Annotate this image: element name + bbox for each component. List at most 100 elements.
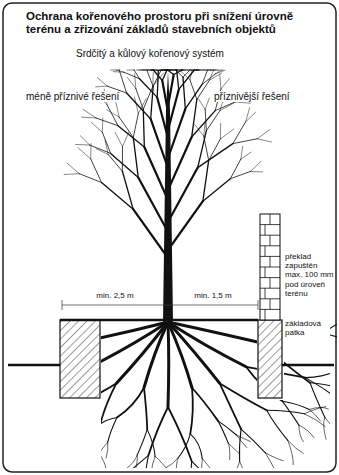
branch <box>221 79 230 89</box>
root <box>147 429 155 456</box>
root <box>0 371 29 381</box>
root <box>0 381 29 396</box>
branch <box>107 105 118 126</box>
branch <box>97 78 107 87</box>
branch <box>116 103 119 118</box>
root <box>41 418 49 456</box>
foundation-footing <box>258 320 282 398</box>
branch <box>82 117 96 119</box>
branch <box>180 70 182 71</box>
brick-joint <box>270 278 271 289</box>
root <box>167 322 171 407</box>
root <box>0 373 8 407</box>
root <box>324 417 326 439</box>
brick-joint <box>270 235 271 246</box>
brick-joint <box>265 225 266 236</box>
root <box>299 425 314 438</box>
root <box>176 458 178 475</box>
dimension-label: min. 2,5 m <box>80 291 150 300</box>
brick-joint <box>265 267 266 278</box>
root <box>267 410 288 440</box>
brick-joint <box>260 245 280 246</box>
branch <box>134 70 136 71</box>
root <box>323 333 339 344</box>
root <box>304 414 325 427</box>
branch <box>133 137 138 177</box>
branch <box>203 160 209 201</box>
root <box>32 407 69 410</box>
root <box>148 407 168 455</box>
root <box>143 455 148 475</box>
branch <box>235 102 250 103</box>
root <box>75 446 83 460</box>
root <box>41 456 47 475</box>
lowered-ground <box>8 364 60 367</box>
branch <box>162 70 167 81</box>
part-label: základová patka <box>285 319 335 337</box>
root <box>337 398 339 403</box>
branch <box>127 93 151 119</box>
root <box>191 461 193 475</box>
brick-outline <box>260 214 280 320</box>
diagram-title: Ochrana kořenového prostoru při snížení … <box>26 10 318 36</box>
branch <box>91 122 102 132</box>
branch <box>133 113 138 137</box>
root <box>106 442 108 458</box>
root <box>155 456 166 467</box>
branch <box>119 117 133 137</box>
root <box>117 388 144 418</box>
option-label: příznivější řešení <box>214 91 314 103</box>
branch <box>122 147 123 172</box>
branch <box>102 183 134 210</box>
root <box>234 461 240 475</box>
branch <box>115 132 122 146</box>
branch <box>83 109 96 118</box>
root <box>304 407 325 414</box>
root <box>202 459 212 472</box>
root <box>337 398 339 415</box>
branch <box>215 70 225 74</box>
branch <box>111 153 139 177</box>
branch <box>174 70 182 75</box>
root <box>190 434 202 459</box>
root <box>127 455 137 468</box>
branch <box>76 144 90 146</box>
subtitle: Srdčitý a kůlový kořenový systém <box>76 48 276 60</box>
root <box>192 461 216 475</box>
dimension-line <box>62 305 258 306</box>
retaining-wall <box>60 320 100 398</box>
root <box>4 444 19 464</box>
root <box>168 322 192 388</box>
root <box>151 456 155 473</box>
root <box>45 407 69 427</box>
root <box>0 342 10 350</box>
root <box>241 429 265 452</box>
tree-trunk <box>163 72 173 322</box>
branch <box>116 70 124 72</box>
root <box>96 442 108 456</box>
brick-joint <box>260 288 280 289</box>
branch <box>96 86 108 88</box>
branch <box>102 132 110 153</box>
branch <box>168 168 198 222</box>
dimension-label: min. 1,5 m <box>178 291 248 300</box>
branch <box>165 70 175 71</box>
root <box>91 453 99 469</box>
branch <box>250 171 262 172</box>
branch <box>182 70 192 71</box>
root <box>267 410 305 414</box>
brick-joint <box>265 246 266 257</box>
root <box>165 458 178 469</box>
branch <box>134 70 139 79</box>
branch <box>246 112 256 122</box>
root <box>228 443 230 460</box>
root <box>144 388 147 430</box>
brick-joint <box>260 309 280 310</box>
branch <box>210 70 214 80</box>
branch <box>139 79 157 98</box>
branch <box>80 136 89 145</box>
branch <box>135 74 136 89</box>
branch <box>168 201 203 250</box>
brick-joint <box>265 309 266 320</box>
root <box>240 461 247 475</box>
